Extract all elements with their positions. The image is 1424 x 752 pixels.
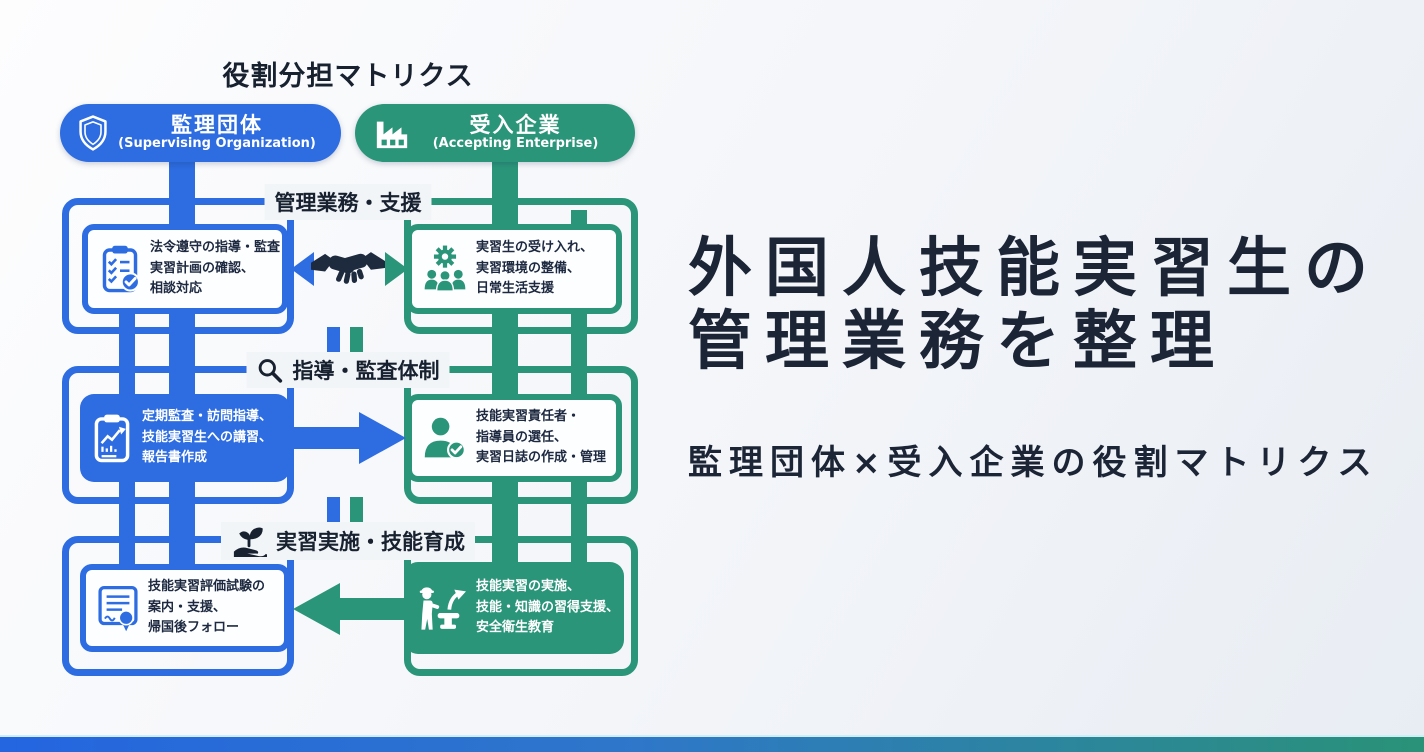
section2-label: 指導・監査体制 bbox=[246, 352, 450, 388]
magnifier-icon bbox=[258, 358, 283, 383]
task-box-instructor-assignment: 技能実習責任者・ 指導員の選任、 実習日誌の作成・管理 bbox=[406, 394, 622, 482]
sub-headline: 監理団体×受入企業の役割マトリクス bbox=[688, 443, 1379, 483]
task-text-periodic-audit: 定期監査・訪問指導、 技能実習生への講習、 報告書作成 bbox=[142, 408, 273, 466]
worker-machine-icon bbox=[419, 587, 466, 630]
section3-blue-frame bbox=[62, 536, 294, 676]
task-box-trainee-acceptance: 実習生の受け入れ、 実習環境の整備、 日常生活支援 bbox=[406, 224, 622, 314]
supervising-organization-pill: 監理団体 (Supervising Organization) bbox=[60, 104, 341, 162]
task-box-periodic-audit: 定期監査・訪問指導、 技能実習生への講習、 報告書作成 bbox=[80, 394, 290, 482]
clipboard-chart-icon bbox=[94, 414, 130, 463]
task-text-compliance-audit: 法令遵守の指導・監査 実習計画の確認、 相談対応 bbox=[150, 239, 281, 297]
section3-label: 実習実施・技能育成 bbox=[221, 522, 475, 560]
task-box-compliance-audit: 法令遵守の指導・監査 実習計画の確認、 相談対応 bbox=[82, 224, 288, 314]
arrow-left-icon bbox=[291, 252, 314, 286]
user-check-icon bbox=[424, 417, 466, 460]
footer-accent-bar bbox=[0, 735, 1424, 752]
headline-line1: 外国人技能実習生の bbox=[688, 232, 1381, 306]
fat-arrow-right-icon bbox=[289, 412, 406, 464]
task-box-evaluation-exam: 技能実習評価試験の 案内・支援、 帰国後フォロー bbox=[80, 564, 290, 652]
seedling-hand-icon bbox=[233, 527, 267, 557]
supervising-organization-label: 監理団体 (Supervising Organization) bbox=[118, 112, 316, 152]
gear-team-icon bbox=[424, 245, 466, 292]
fat-arrow-left-icon bbox=[293, 583, 410, 635]
task-text-instructor-assignment: 技能実習責任者・ 指導員の選任、 実習日誌の作成・管理 bbox=[476, 408, 607, 466]
task-box-training-implementation: 技能実習の実施、 技能・知識の習得支援、 安全衛生教育 bbox=[404, 562, 624, 654]
section1-blue-frame bbox=[62, 198, 294, 334]
shield-icon bbox=[79, 115, 107, 151]
factory-icon bbox=[376, 121, 408, 149]
task-text-training-implementation: 技能実習の実施、 技能・知識の習得支援、 安全衛生教育 bbox=[476, 578, 620, 636]
section1-label: 管理業務・支援 bbox=[264, 184, 432, 220]
task-text-trainee-acceptance: 実習生の受け入れ、 実習環境の整備、 日常生活支援 bbox=[476, 239, 594, 297]
headline-line2: 管理業務を整理 bbox=[688, 305, 1227, 379]
accepting-enterprise-pill: 受入企業 (Accepting Enterprise) bbox=[355, 104, 635, 162]
clipboard-check-icon bbox=[102, 245, 140, 293]
accepting-enterprise-label: 受入企業 (Accepting Enterprise) bbox=[432, 112, 599, 152]
main-headline: 外国人技能実習生の 管理業務を整理 bbox=[688, 233, 1381, 379]
handshake-icon bbox=[311, 252, 385, 284]
task-text-evaluation-exam: 技能実習評価試験の 案内・支援、 帰国後フォロー bbox=[148, 578, 266, 636]
diagram-title: 役割分担マトリクス bbox=[222, 61, 474, 92]
arrow-right-icon bbox=[385, 252, 408, 286]
certificate-icon bbox=[98, 586, 138, 632]
